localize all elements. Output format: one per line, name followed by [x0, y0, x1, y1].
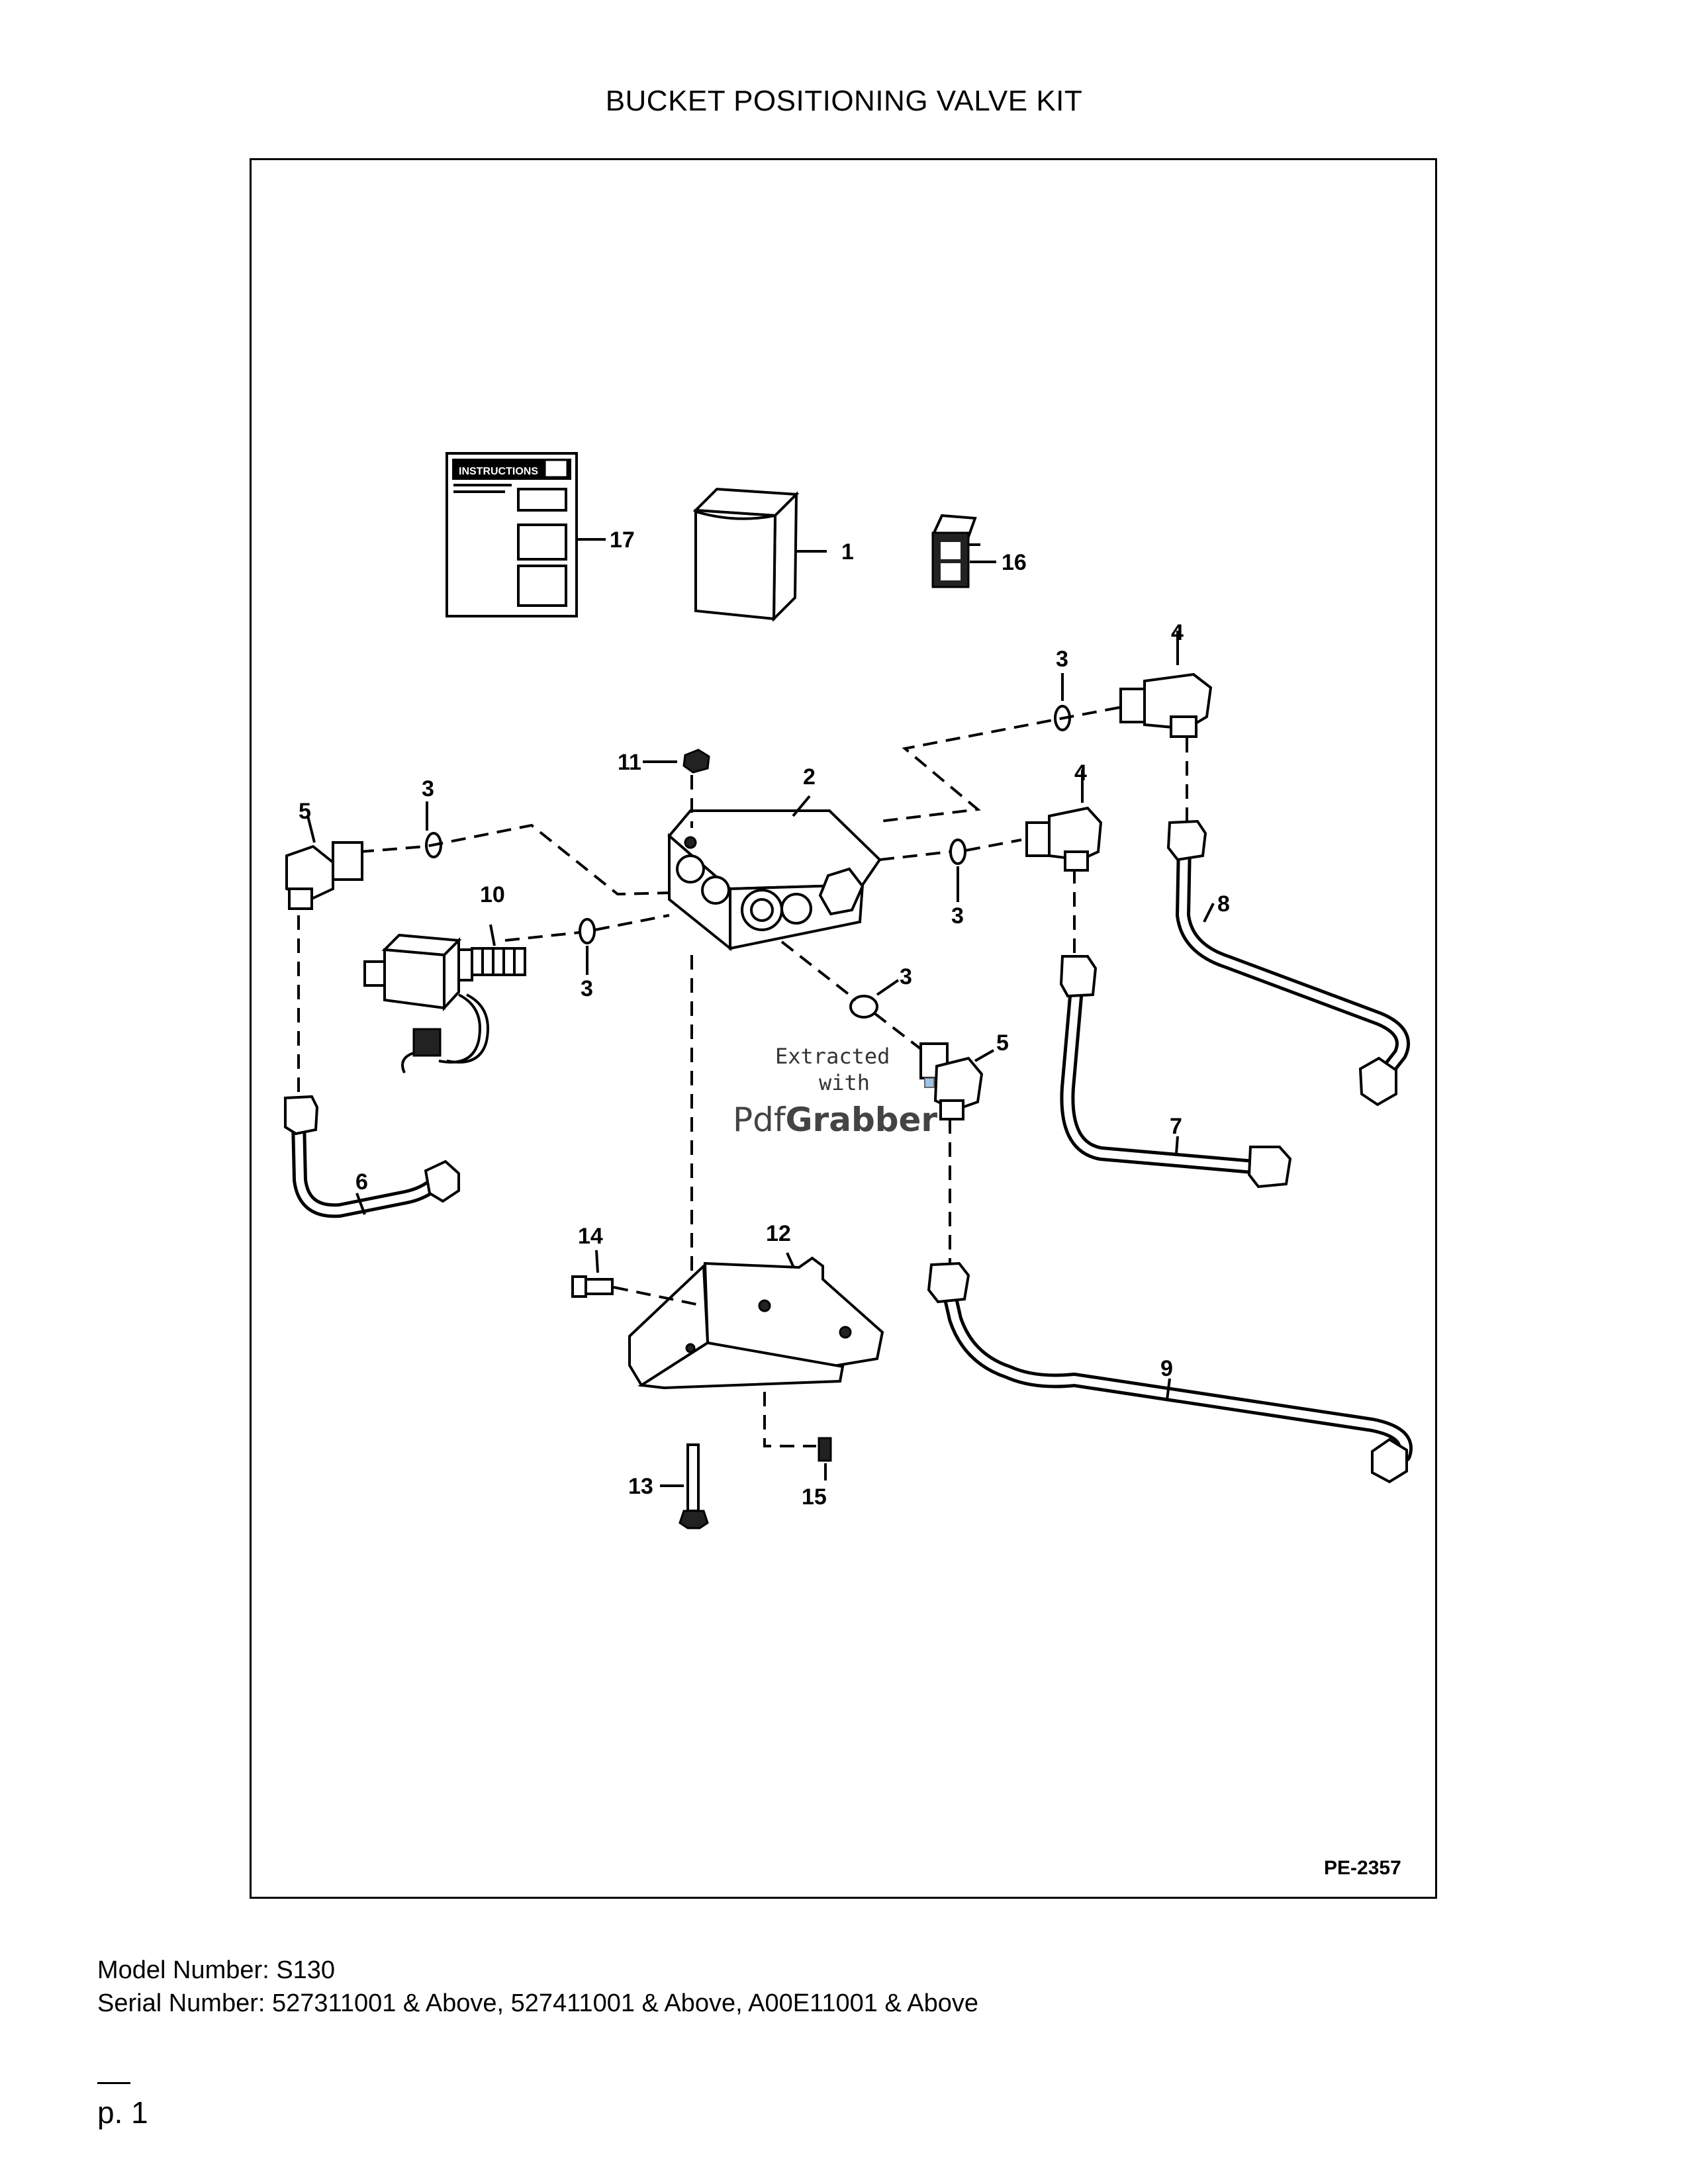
valve-box — [692, 487, 800, 622]
o-ring-lower — [849, 995, 878, 1019]
callout-7: 7 — [1170, 1114, 1182, 1139]
callout-9: 9 — [1160, 1356, 1173, 1381]
solenoid-coil — [363, 933, 526, 1073]
tube-middle — [1059, 955, 1292, 1189]
page-number: p. 1 — [97, 2095, 148, 2130]
callout-14: 14 — [578, 1224, 603, 1249]
valve-block — [667, 809, 882, 952]
callout-3: 3 — [422, 776, 434, 801]
nut-bottom — [818, 1437, 832, 1462]
nut-top — [682, 749, 710, 774]
drawing-number: PE-2357 — [1324, 1857, 1401, 1879]
callout-12: 12 — [766, 1221, 791, 1246]
instruction-sheet: INSTRUCTIONS — [445, 452, 578, 617]
callout-11: 11 — [618, 750, 641, 775]
o-ring-mid-right — [949, 839, 966, 865]
callout-5: 5 — [299, 799, 311, 824]
watermark-brand: PdfGrabber — [733, 1101, 937, 1139]
elbow-fitting-lower — [919, 1042, 984, 1120]
callout-13: 13 — [628, 1474, 653, 1499]
callout-2: 2 — [803, 764, 816, 790]
callout-8: 8 — [1217, 891, 1230, 917]
watermark-line-1: Extracted — [775, 1044, 890, 1069]
bolt-small — [571, 1275, 614, 1298]
callout-17: 17 — [610, 527, 635, 553]
tube-right-top — [1166, 819, 1410, 1107]
diagram-frame: INSTRUCTIONS — [250, 158, 1437, 1899]
bolt-long — [679, 1443, 709, 1529]
callout-4: 4 — [1171, 620, 1184, 645]
callout-1: 1 — [841, 539, 854, 565]
watermark-line-2: with — [819, 1070, 870, 1095]
tube-left — [284, 1095, 460, 1218]
callout-4: 4 — [1074, 760, 1087, 786]
callout-10: 10 — [480, 882, 505, 907]
callout-3: 3 — [1056, 647, 1068, 672]
model-number: Model Number: S130 — [97, 1956, 336, 1984]
callout-3: 3 — [581, 976, 593, 1001]
callout-3: 3 — [951, 903, 964, 929]
callout-5: 5 — [996, 1030, 1009, 1056]
elbow-fitting-top — [1119, 672, 1213, 738]
page-rule — [97, 2082, 130, 2084]
elbow-fitting-left — [285, 841, 363, 910]
serial-number: Serial Number: 527311001 & Above, 527411… — [97, 1989, 979, 2017]
tube-right-bottom — [927, 1261, 1413, 1484]
callout-15: 15 — [802, 1484, 827, 1510]
o-ring-left-mid — [579, 918, 596, 944]
callout-6: 6 — [355, 1169, 368, 1195]
callout-16: 16 — [1002, 550, 1027, 575]
exploded-parts-diagram: INSTRUCTIONS — [284, 452, 1413, 1529]
instruction-sheet-heading: INSTRUCTIONS — [459, 466, 538, 477]
mounting-bracket — [628, 1256, 884, 1390]
pdfgrabber-watermark: Extracted with PdfGrabber — [733, 1044, 937, 1139]
page-title: BUCKET POSITIONING VALVE KIT — [605, 85, 1083, 117]
elbow-fitting-middle — [1025, 806, 1103, 872]
rocker-switch — [931, 514, 980, 588]
callout-3: 3 — [900, 964, 912, 989]
